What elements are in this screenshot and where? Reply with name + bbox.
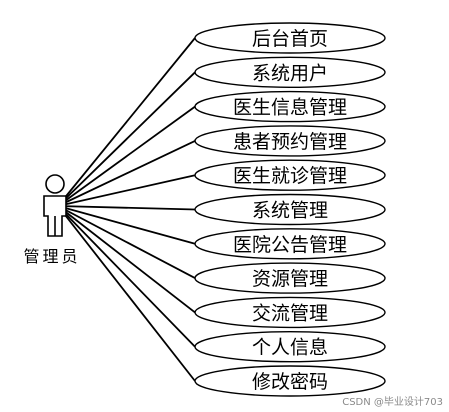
- association-line: [57, 205, 196, 382]
- use-case: 后台首页: [194, 22, 386, 54]
- use-case-ellipse: [194, 331, 386, 363]
- association-line: [57, 105, 196, 207]
- association-line: [57, 174, 196, 207]
- actor-figure: [43, 174, 67, 237]
- use-case: 患者预约管理: [194, 125, 386, 157]
- use-case-label: 系统管理: [252, 200, 328, 222]
- use-case-label: 医生就诊管理: [233, 165, 347, 187]
- association-line: [57, 205, 196, 245]
- use-case-ellipse: [194, 125, 386, 157]
- use-case-label: 患者预约管理: [233, 131, 347, 153]
- association-line: [57, 37, 196, 207]
- actor-head: [45, 174, 65, 194]
- use-case-label: 资源管理: [252, 268, 328, 290]
- use-case-label: 交流管理: [252, 302, 328, 324]
- use-case: 系统管理: [194, 193, 386, 226]
- use-case-ellipse: [194, 296, 386, 329]
- association-line: [57, 140, 196, 207]
- use-case-ellipse: [194, 365, 386, 397]
- association-line: [57, 205, 196, 314]
- use-case-label: 医院公告管理: [233, 234, 347, 256]
- use-case: 资源管理: [194, 262, 386, 294]
- use-case-ellipse: [194, 159, 386, 191]
- use-case-list: 后台首页系统用户医生信息管理患者预约管理医生就诊管理系统管理医院公告管理资源管理…: [194, 22, 386, 397]
- use-case: 个人信息: [194, 331, 386, 363]
- use-case-label: 个人信息: [252, 337, 328, 359]
- use-case-ellipse: [194, 193, 386, 226]
- use-case: 医院公告管理: [194, 228, 386, 260]
- use-case-label: 修改密码: [252, 371, 328, 393]
- use-case: 系统用户: [194, 56, 386, 89]
- use-case-label: 系统用户: [252, 62, 328, 84]
- use-case-ellipse: [194, 228, 386, 260]
- use-case-ellipse: [194, 262, 386, 294]
- use-case: 医生就诊管理: [194, 159, 386, 191]
- use-case: 医生信息管理: [194, 90, 386, 123]
- use-case-ellipse: [194, 90, 386, 123]
- association-line: [57, 205, 196, 279]
- use-case: 交流管理: [194, 296, 386, 329]
- use-case-ellipse: [194, 56, 386, 89]
- use-case-label: 医生信息管理: [233, 97, 347, 119]
- association-line: [57, 205, 196, 348]
- use-case-label: 后台首页: [252, 28, 328, 50]
- watermark: CSDN @毕业设计703: [342, 395, 443, 408]
- association-lines: [57, 37, 196, 382]
- use-case: 修改密码: [194, 365, 386, 397]
- association-line: [57, 205, 196, 211]
- use-case-ellipse: [194, 22, 386, 54]
- association-line: [57, 71, 196, 207]
- actor-label: 管理员: [23, 247, 80, 266]
